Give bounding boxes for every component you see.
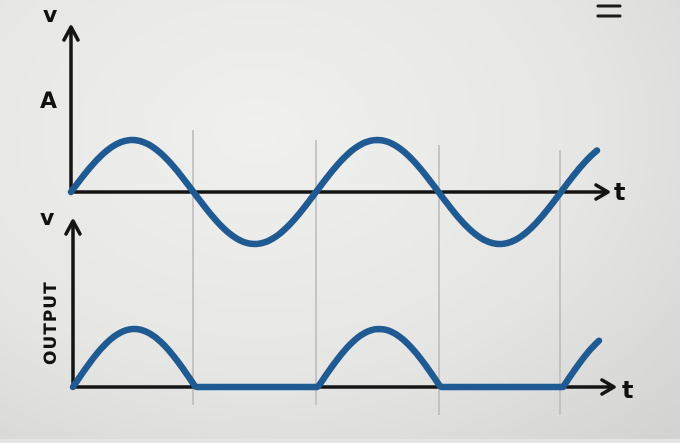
top-axes bbox=[62, 25, 610, 201]
input-sine-wave bbox=[67, 136, 601, 248]
bottom-axes bbox=[64, 219, 616, 396]
corner-mark bbox=[596, 4, 622, 18]
rectified-output-wave bbox=[69, 325, 603, 391]
signal-label-a: A bbox=[40, 89, 57, 114]
top-x-arrow bbox=[594, 183, 610, 201]
top-y-arrow bbox=[62, 25, 80, 42]
bottom-x-axis-label: t bbox=[622, 376, 633, 404]
bottom-y-arrow bbox=[64, 219, 82, 236]
top-x-axis-label: t bbox=[614, 178, 625, 206]
signal-label-output: OUTPUT bbox=[41, 281, 61, 365]
bottom-y-axis-label: v bbox=[40, 206, 55, 231]
top-y-axis-label: v bbox=[43, 3, 58, 28]
guide-lines bbox=[192, 130, 561, 415]
bottom-x-arrow bbox=[600, 378, 616, 396]
